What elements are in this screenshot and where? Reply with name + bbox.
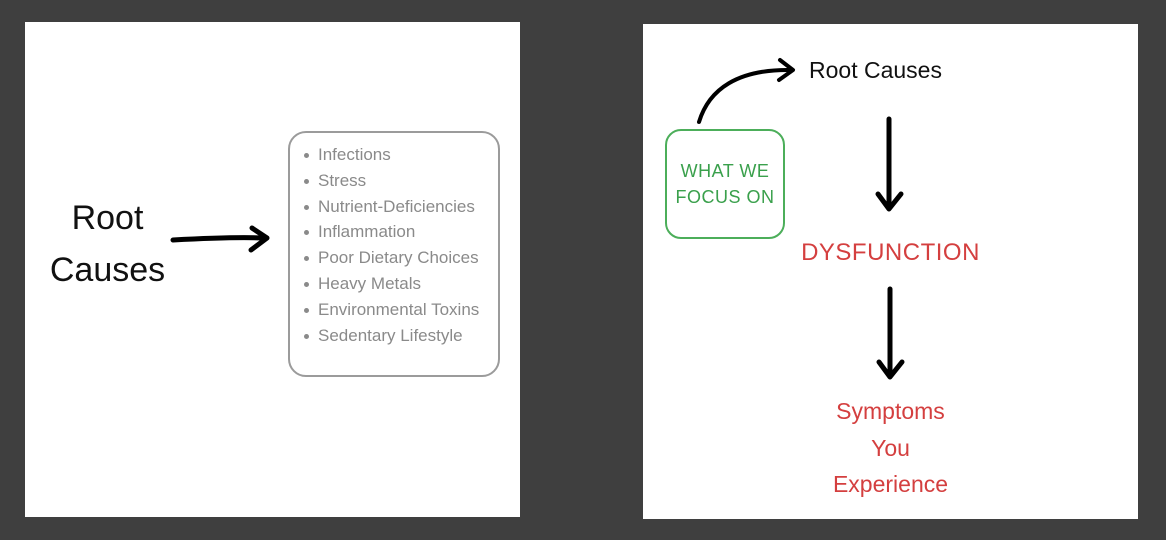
cause-item: Infections bbox=[304, 142, 494, 168]
symptoms-label: Symptoms You Experience bbox=[783, 393, 998, 503]
root-causes-label: Root Causes bbox=[25, 192, 190, 296]
arrow-right-icon bbox=[170, 225, 270, 253]
cause-item: Stress bbox=[304, 168, 494, 194]
root-causes-list-box: Infections Stress Nutrient-Deficiencies … bbox=[288, 131, 500, 377]
symptoms-line-3: Experience bbox=[832, 471, 949, 497]
diagram-arrows bbox=[697, 58, 905, 380]
curved-arrow-icon bbox=[697, 58, 795, 124]
left-panel: Root Causes Infections Stress Nutrient-D… bbox=[25, 22, 520, 517]
symptoms-line-1: Symptoms bbox=[836, 398, 945, 424]
focus-line-1: WHAT WE bbox=[680, 161, 770, 181]
cause-item: Poor Dietary Choices bbox=[304, 245, 494, 271]
cause-item: Environmental Toxins bbox=[304, 297, 494, 323]
right-panel: WHAT WE FOCUS ON Root Causes DYSFUNCTION… bbox=[643, 24, 1138, 519]
cause-item: Nutrient-Deficiencies bbox=[304, 194, 494, 220]
root-causes-line-2: Causes bbox=[49, 251, 166, 289]
cause-item: Heavy Metals bbox=[304, 271, 494, 297]
down-arrow-icon bbox=[875, 116, 904, 212]
cause-item: Inflammation bbox=[304, 219, 494, 245]
root-causes-line-1: Root bbox=[71, 199, 144, 237]
symptoms-line-2: You bbox=[871, 434, 910, 461]
focus-line-2: FOCUS ON bbox=[675, 187, 775, 207]
down-arrow-icon bbox=[876, 286, 905, 380]
cause-item: Sedentary Lifestyle bbox=[304, 323, 494, 349]
root-causes-heading: Root Causes bbox=[809, 57, 942, 83]
focus-box: WHAT WE FOCUS ON bbox=[665, 129, 785, 239]
root-causes-list: Infections Stress Nutrient-Deficiencies … bbox=[304, 142, 494, 348]
dysfunction-label: DYSFUNCTION bbox=[801, 239, 980, 266]
